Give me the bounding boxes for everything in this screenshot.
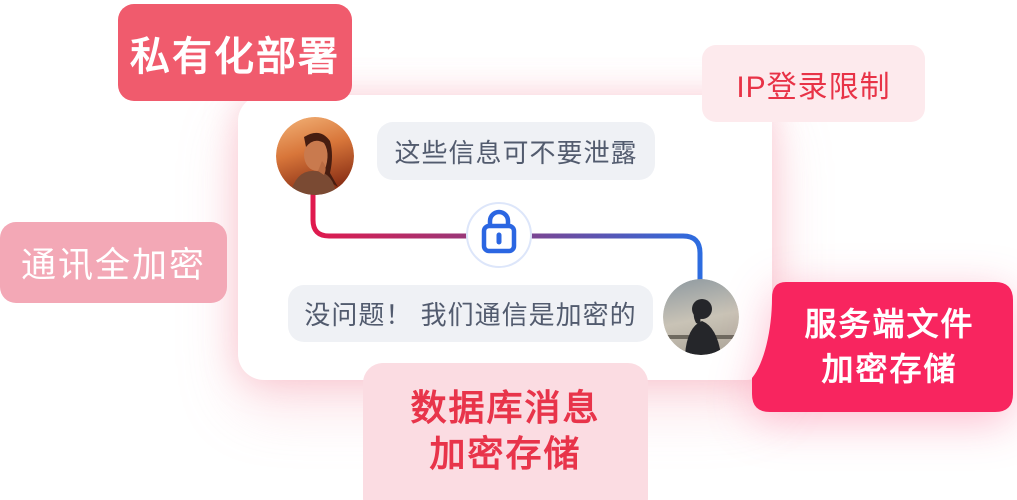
male-avatar: [663, 279, 739, 355]
communication-encryption-badge: 通讯全加密: [0, 222, 227, 303]
message-bubble-1: 这些信息可不要泄露: [377, 122, 655, 180]
database-message-encryption-badge: 数据库消息 加密存储: [363, 363, 648, 500]
server-badge-shape: [752, 282, 1013, 412]
server-file-line2: 加密存储: [821, 351, 958, 387]
message-2-text: 没问题！ 我们通信是加密的: [304, 300, 637, 330]
database-message-line1: 数据库消息: [410, 387, 601, 428]
ip-login-limit-label: IP登录限制: [736, 70, 891, 104]
private-deployment-label: 私有化部署: [130, 34, 340, 79]
ip-login-limit-badge: IP登录限制: [702, 45, 925, 122]
server-file-encryption-badge: 服务端文件 加密存储: [752, 282, 1013, 412]
message-1-text: 这些信息可不要泄露: [394, 137, 638, 168]
database-message-line2: 加密存储: [429, 433, 582, 474]
private-deployment-badge: 私有化部署: [118, 4, 352, 101]
female-avatar: [276, 117, 354, 195]
communication-encryption-label: 通讯全加密: [20, 246, 206, 285]
message-bubble-2: 没问题！ 我们通信是加密的: [288, 285, 653, 342]
server-file-line1: 服务端文件: [804, 306, 975, 342]
